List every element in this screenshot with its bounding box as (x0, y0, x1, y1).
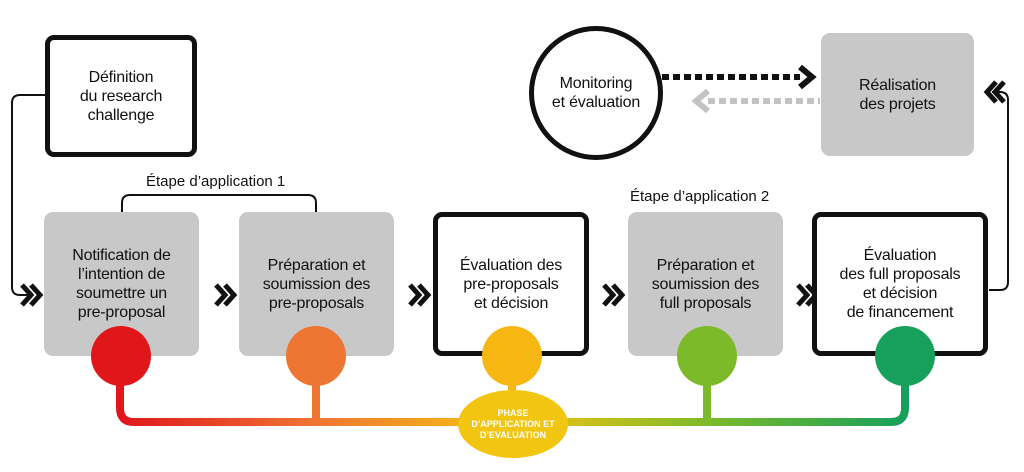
chevron-right-icon (602, 283, 617, 307)
preparation-pre-label: Préparation et soumission des pre-propos… (262, 256, 371, 312)
monitoring-label: Monitoring et évaluation (551, 75, 641, 111)
realisation-box: Réalisation des projets (821, 33, 974, 156)
chevron-right-icon (29, 283, 44, 307)
stage1-bracket (121, 194, 317, 213)
chevron-right-icon (223, 283, 238, 307)
stage1-label: Étape d’application 1 (146, 173, 286, 190)
definition-box: Définition du research challenge (45, 35, 197, 157)
monitoring-circle: Monitoring et évaluation (529, 26, 663, 160)
phase-hub-label: PHASE D’APPLICATION ET D’EVALUATION (471, 407, 555, 440)
chevron-right-icon (611, 283, 626, 307)
realisation-label: Réalisation des projets (859, 76, 936, 113)
definition-connector (11, 94, 45, 296)
chevron-right-icon (408, 283, 423, 307)
realisation-connector (989, 91, 1009, 291)
phase-dot-5 (875, 326, 935, 386)
chevron-right-icon (417, 283, 432, 307)
stage2-label: Étape d’application 2 (630, 188, 770, 205)
chevron-left-icon (691, 88, 710, 114)
phase-dot-1 (91, 326, 151, 386)
chevron-right-icon (796, 283, 811, 307)
phase-hub: PHASE D’APPLICATION ET D’EVALUATION (458, 390, 568, 458)
evaluation-full-label: Évaluation des full proposals et décisio… (839, 247, 961, 321)
evaluation-full-box: Évaluation des full proposals et décisio… (812, 212, 988, 356)
chevron-left-icon (983, 80, 998, 104)
phase-dot-2 (286, 326, 346, 386)
chevron-left-icon (991, 80, 1006, 104)
evaluation-pre-label: Évaluation des pre-proposals et décision (459, 256, 563, 312)
preparation-full-label: Préparation et soumission des full propo… (651, 256, 760, 312)
chevron-right-icon (214, 283, 229, 307)
chevron-right-icon (20, 283, 35, 307)
definition-label: Définition du research challenge (79, 68, 163, 124)
phase-dot-3 (482, 326, 542, 386)
notification-label: Notification de l’intention de soumettre… (72, 247, 171, 321)
phase-dot-4 (677, 326, 737, 386)
chevron-right-icon (798, 64, 817, 90)
